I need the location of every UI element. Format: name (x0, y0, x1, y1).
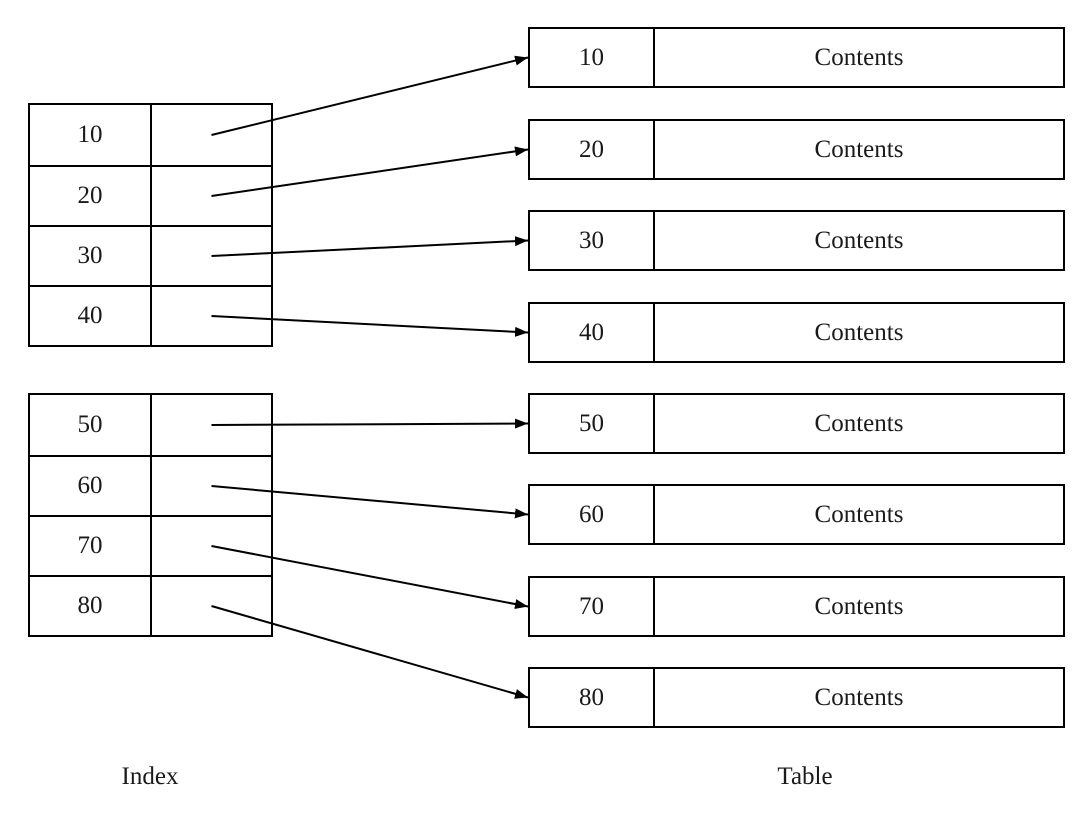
table-row: 20 Contents (528, 119, 1065, 180)
table-row: 50 Contents (528, 393, 1065, 454)
index-key-cell: 70 (30, 517, 152, 575)
table-contents-cell: Contents (814, 683, 904, 711)
table-key-cell: 80 (530, 669, 655, 726)
index-pointer-cell (152, 105, 271, 165)
table-row: 30 Contents (528, 210, 1065, 271)
table-row: 70 Contents (528, 576, 1065, 637)
table-contents-cell: Contents (814, 226, 904, 254)
index-label: Index (121, 763, 179, 790)
table-row: 10 Contents (528, 27, 1065, 88)
table-row: 80 Contents (528, 667, 1065, 728)
table-label: Table (777, 763, 833, 790)
table-contents-cell: Contents (814, 135, 904, 163)
table-contents-cell: Contents (814, 409, 904, 437)
index-row: 10 (30, 105, 271, 165)
index-key-cell: 60 (30, 457, 152, 515)
table-contents-cell: Contents (814, 500, 904, 528)
index-row: 80 (30, 575, 271, 635)
index-pointer-cell (152, 395, 271, 455)
index-row: 50 (30, 395, 271, 455)
index-row: 40 (30, 285, 271, 345)
table-contents-cell: Contents (814, 592, 904, 620)
index-row: 60 (30, 455, 271, 515)
index-key-cell: 10 (30, 105, 152, 165)
index-pointer-cell (152, 457, 271, 515)
index-key-cell: 50 (30, 395, 152, 455)
table-key-cell: 30 (530, 212, 655, 269)
table-key-cell: 60 (530, 486, 655, 543)
table-contents-cell: Contents (814, 43, 904, 71)
table-key-cell: 70 (530, 578, 655, 635)
table-key-cell: 20 (530, 121, 655, 178)
table-row: 60 Contents (528, 484, 1065, 545)
index-pointer-cell (152, 517, 271, 575)
table-key-cell: 10 (530, 29, 655, 86)
table-contents-cell: Contents (814, 318, 904, 346)
index-key-cell: 30 (30, 227, 152, 285)
index-row: 20 (30, 165, 271, 225)
index-pointer-cell (152, 287, 271, 345)
index-key-cell: 20 (30, 167, 152, 225)
index-key-cell: 40 (30, 287, 152, 345)
index-pointer-cell (152, 167, 271, 225)
table-key-cell: 40 (530, 304, 655, 361)
index-key-cell: 80 (30, 577, 152, 635)
index-pointer-cell (152, 227, 271, 285)
index-row: 70 (30, 515, 271, 575)
table-row: 40 Contents (528, 302, 1065, 363)
index-row: 30 (30, 225, 271, 285)
index-pointer-cell (152, 577, 271, 635)
table-key-cell: 50 (530, 395, 655, 452)
